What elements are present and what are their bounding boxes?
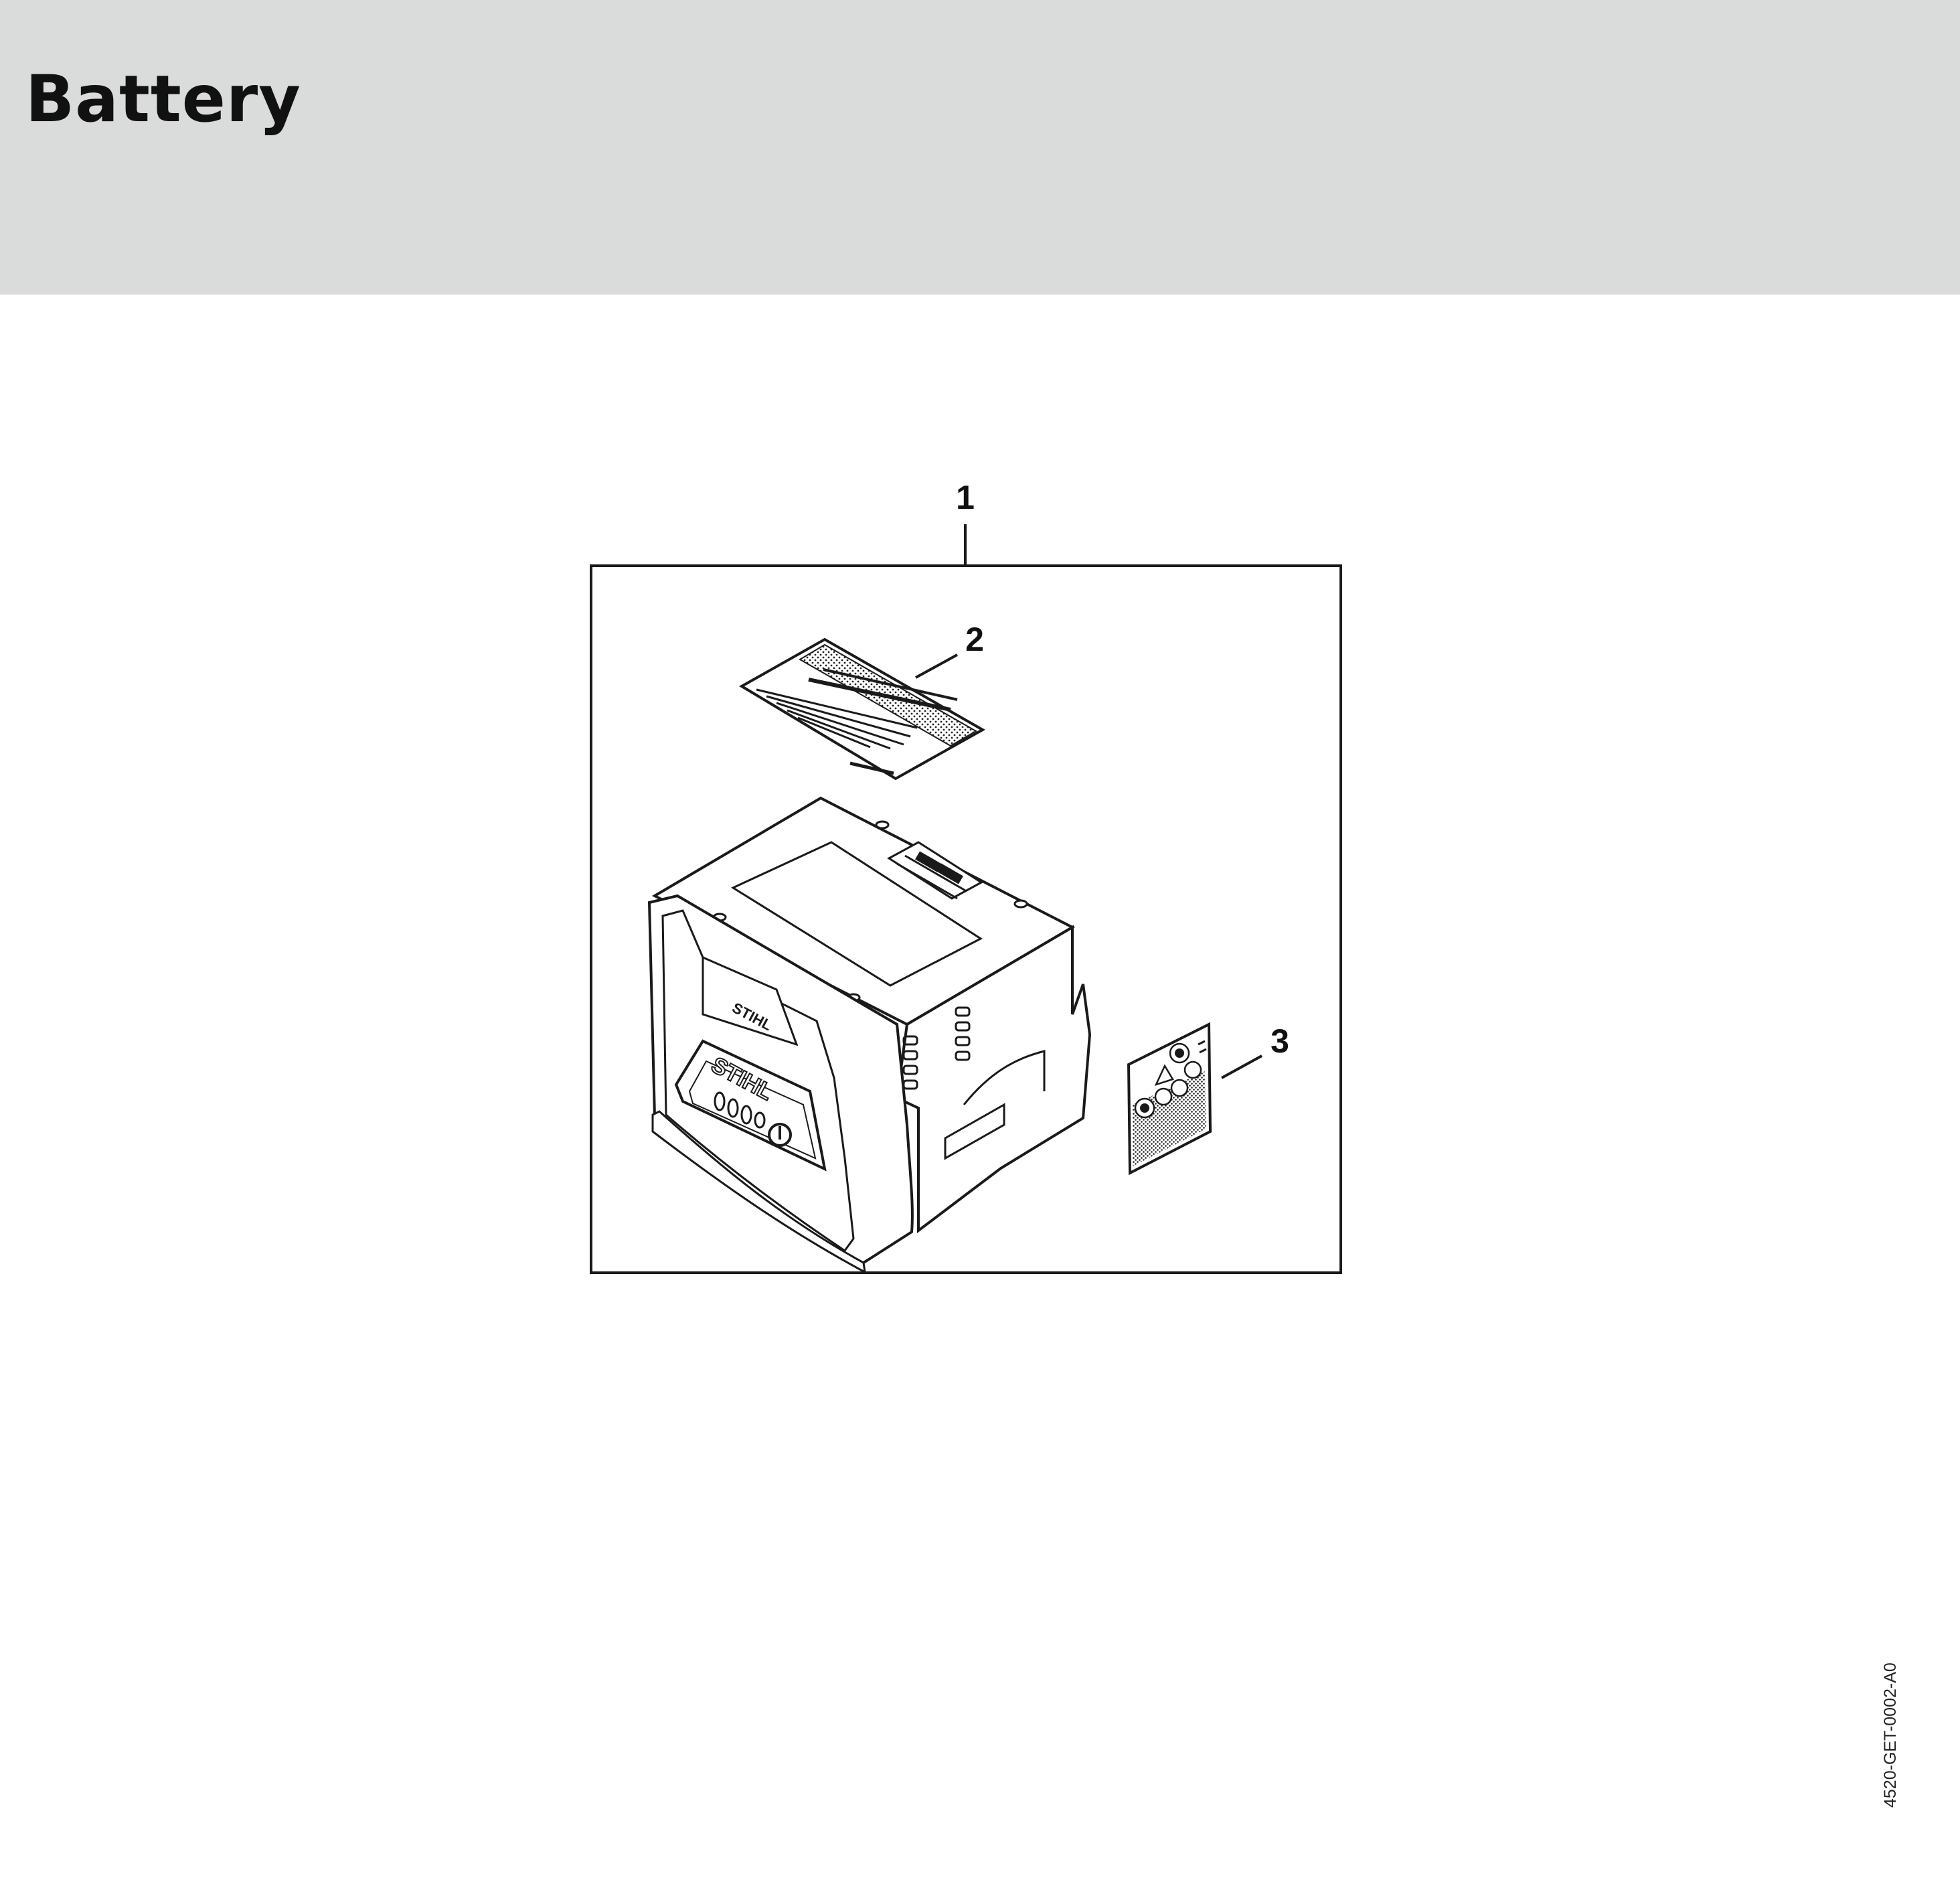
leader-line-3: [1221, 1054, 1262, 1079]
battery-led-indicators: [714, 1091, 766, 1129]
battery-pack[interactable]: STIHL STIHL: [647, 796, 1092, 1274]
battery-power-button-icon: [768, 1123, 792, 1147]
callout-2[interactable]: 2: [965, 621, 984, 658]
leader-line-2: [915, 653, 958, 679]
callout-3[interactable]: 3: [1271, 1022, 1289, 1060]
kit-frame: [590, 524, 1342, 1274]
callout-1[interactable]: 1: [956, 479, 975, 516]
page-title: Battery: [25, 62, 301, 137]
page-header: Battery: [0, 0, 1960, 295]
warning-label-part[interactable]: [1127, 1022, 1212, 1176]
label-card-part[interactable]: [739, 637, 986, 781]
battery-top-connector: [887, 841, 983, 900]
document-code: 4520-GET-0002-A0: [1881, 1662, 1900, 1808]
battery-vents: [902, 1006, 971, 1090]
